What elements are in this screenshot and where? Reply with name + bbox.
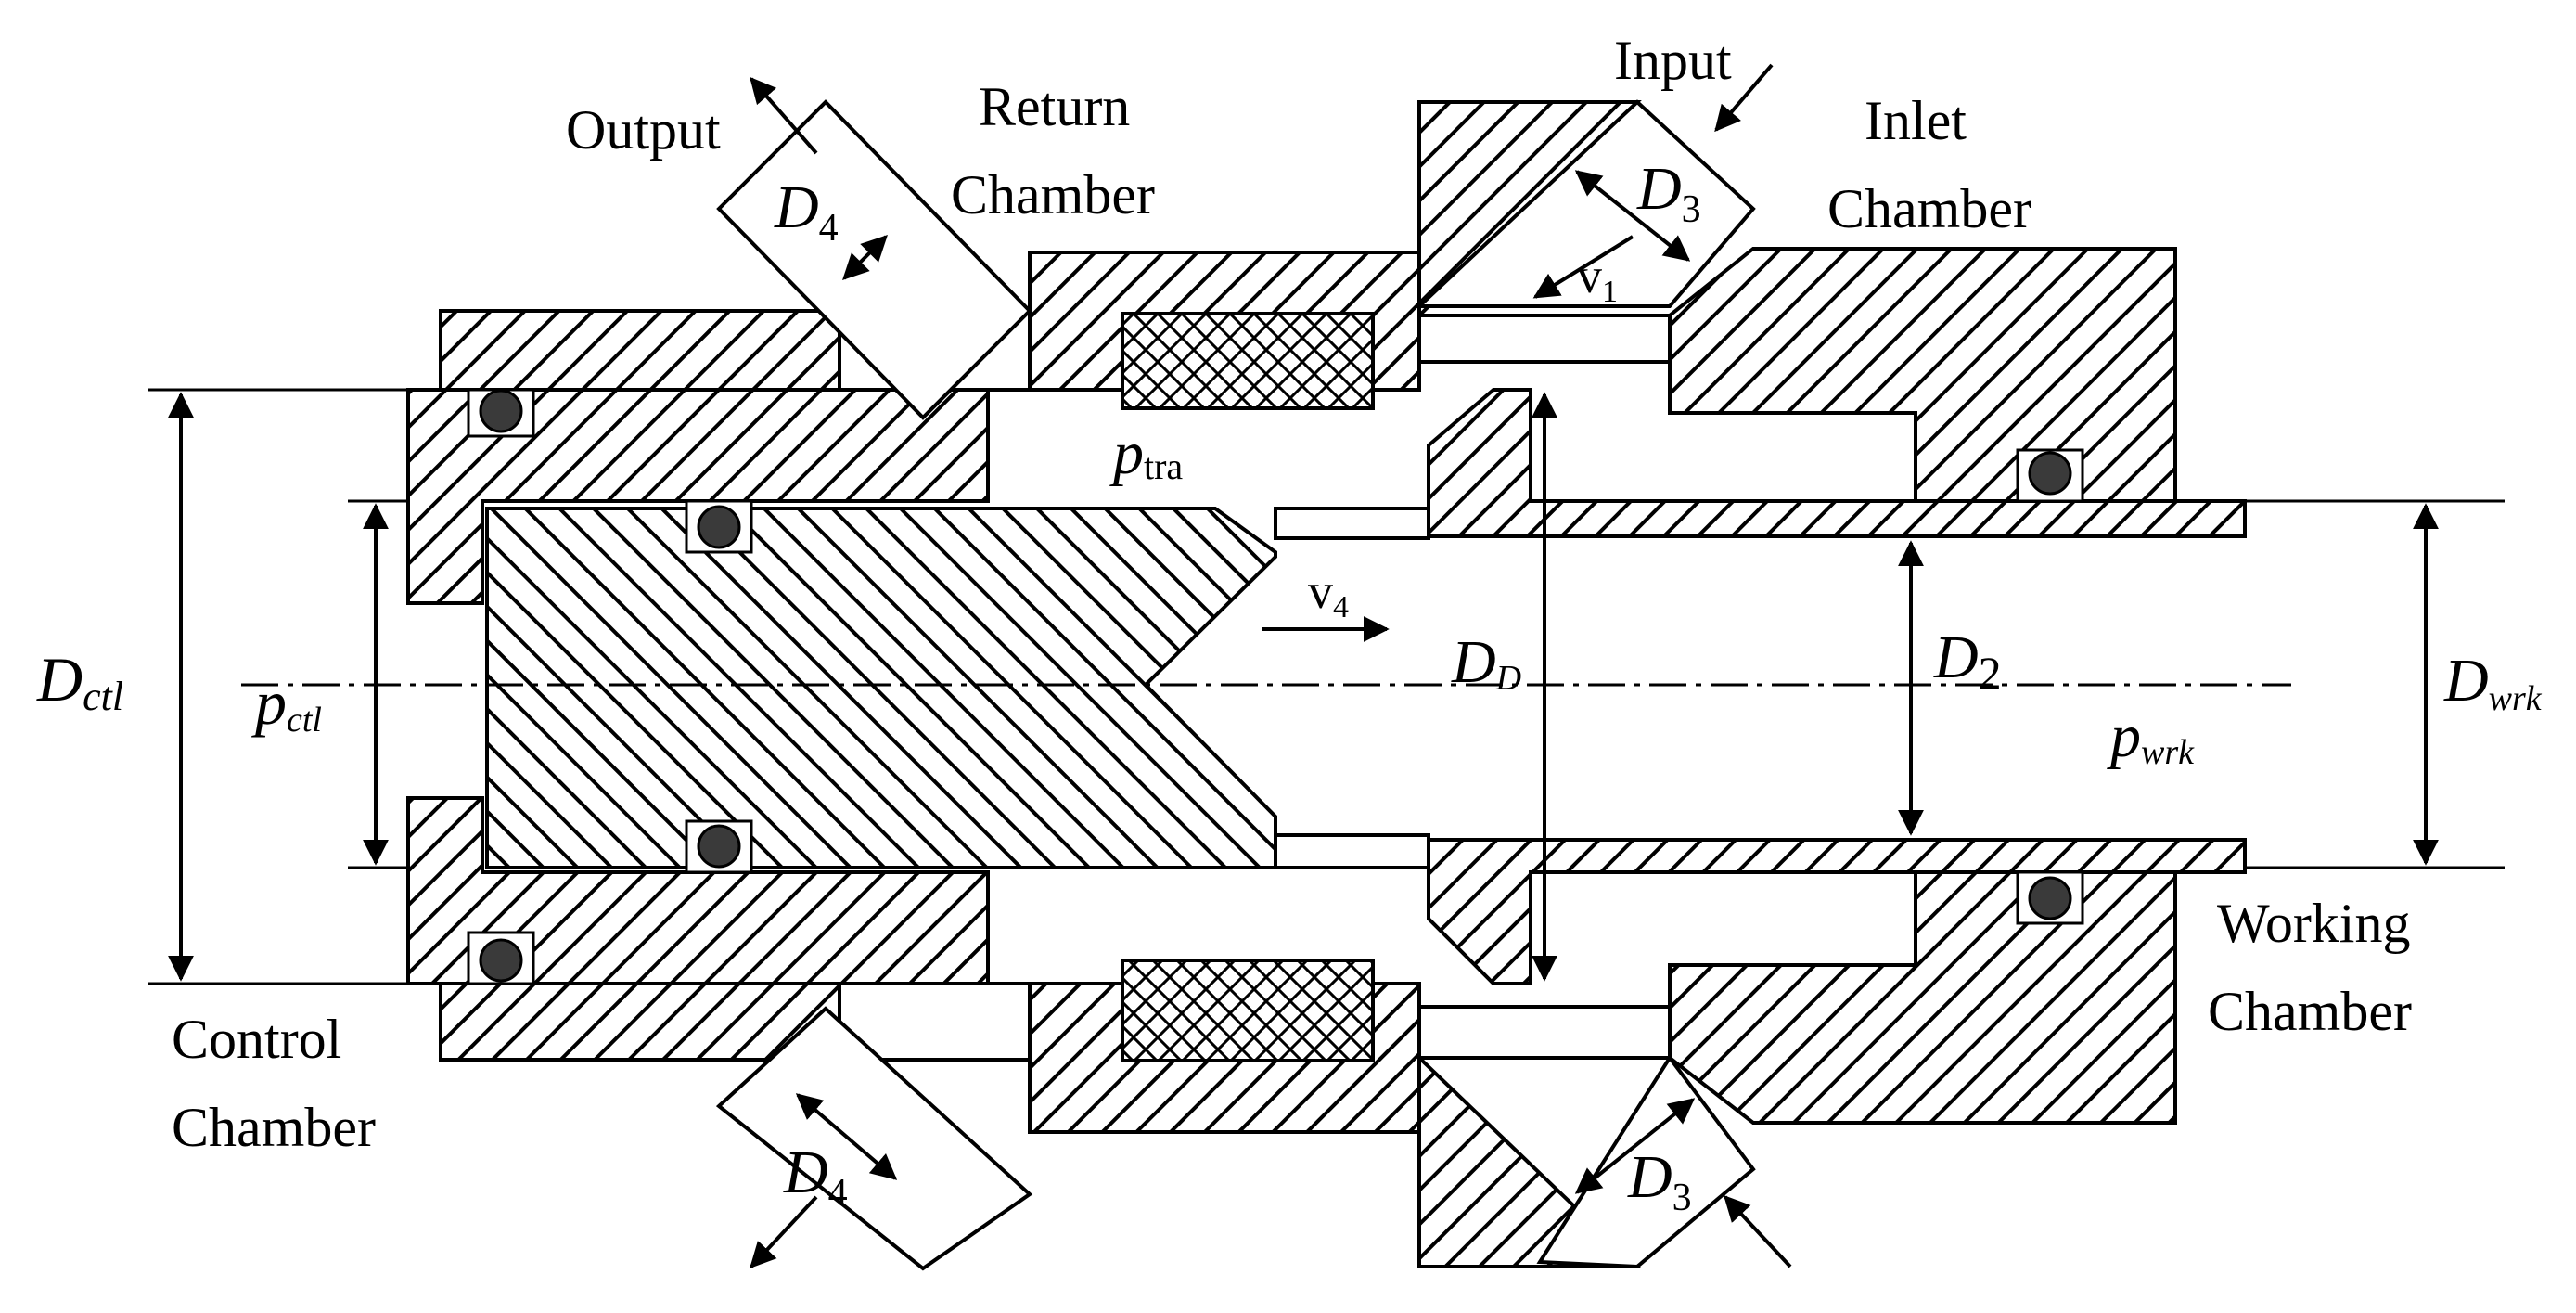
v4-label: v4 xyxy=(1308,563,1349,624)
inlet-housing-upper xyxy=(1668,247,2177,503)
input-arrow-bottom xyxy=(1724,1194,1792,1268)
central-piston xyxy=(485,507,1277,869)
dd-label: DD xyxy=(1451,628,1521,698)
inlet-chamber-label-line2: Chamber xyxy=(1827,178,2031,239)
bottom-port-gap-1 xyxy=(838,982,1032,1062)
ptra-label: ptra xyxy=(1109,419,1183,487)
seal-oring xyxy=(479,389,523,433)
pwrk-label: pwrk xyxy=(2107,702,2195,772)
pctl-label: pctl xyxy=(251,667,322,740)
d4-label-bottom: D4 xyxy=(783,1139,848,1215)
control-chamber-label-line1: Control xyxy=(172,1009,341,1070)
bottom-port-gap-2 xyxy=(1417,1005,1672,1060)
output-label: Output xyxy=(566,99,721,161)
spool-lower xyxy=(1427,838,2247,985)
input-arrow-top xyxy=(1714,63,1774,133)
d2-label: D2 xyxy=(1933,624,2002,699)
input-label: Input xyxy=(1614,30,1732,91)
d4-label-top: D4 xyxy=(774,174,839,250)
central-bore-bottom xyxy=(1274,833,1430,869)
central-bore-top xyxy=(1274,507,1430,540)
working-chamber-label-line2: Chamber xyxy=(2208,981,2412,1042)
bottom-seal-packing xyxy=(1121,959,1375,1062)
output-arrow-bottom xyxy=(750,1195,818,1269)
bottom-sleeve-left xyxy=(439,982,841,1062)
output-arrow-top xyxy=(750,76,818,155)
seal-oring xyxy=(697,505,741,549)
top-sleeve-left xyxy=(439,309,841,392)
d4-dimension-arrow-top xyxy=(842,235,888,280)
spool-upper xyxy=(1427,388,2247,538)
dwrk-label: Dwrk xyxy=(2443,647,2543,718)
return-chamber-label-line1: Return xyxy=(979,76,1130,137)
d3-dimension-arrow-top xyxy=(1574,170,1691,262)
v1-label: v1 xyxy=(1577,248,1618,309)
seal-oring xyxy=(2028,876,2072,920)
working-housing-lower xyxy=(1668,870,2177,1125)
d3-label-top: D3 xyxy=(1636,155,1701,231)
top-port-gap-2 xyxy=(1417,314,1672,364)
control-chamber-label-line2: Chamber xyxy=(172,1097,376,1158)
working-chamber-label-line1: Working xyxy=(2217,893,2410,954)
d3-dimension-arrow-bottom xyxy=(1574,1098,1696,1194)
d4-dimension-arrow-bottom xyxy=(795,1093,898,1180)
v1-arrow xyxy=(1532,235,1634,299)
return-chamber-label-line2: Chamber xyxy=(951,164,1155,225)
seal-oring xyxy=(2028,451,2072,496)
top-seal-packing xyxy=(1121,312,1375,410)
dctl-label: Dctl xyxy=(36,644,123,719)
inlet-chamber-label-line1: Inlet xyxy=(1865,90,1967,151)
seal-oring xyxy=(479,938,523,983)
d3-label-bottom: D3 xyxy=(1627,1143,1692,1219)
seal-oring xyxy=(697,824,741,869)
